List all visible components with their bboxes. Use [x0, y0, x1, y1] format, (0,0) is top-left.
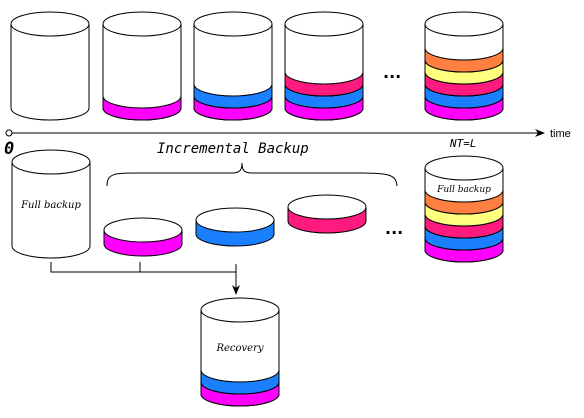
top-cylinder-1 [10, 11, 90, 121]
backup-row-ellipsis: ... [385, 219, 403, 238]
timeline-end-label: NT=L [449, 137, 477, 150]
cylinder-top [284, 11, 364, 37]
cylinder-top [424, 11, 504, 37]
cylinder-top [200, 297, 280, 323]
top-cylinder-4 [284, 11, 364, 121]
cylinder-top [424, 155, 504, 181]
cylinder-top [11, 149, 91, 175]
top-cylinder-2 [102, 11, 182, 121]
recovery-connectors [50, 262, 240, 295]
incremental-backup-brace [106, 162, 398, 187]
cylinder-label: Full backup [436, 185, 491, 195]
incremental-disc-3 [287, 194, 367, 234]
full-backup-cylinder: Full backup [11, 149, 91, 259]
cylinder-band-orange [424, 189, 504, 215]
disc-top [195, 207, 275, 233]
recovery-cylinder-shape: Recovery [200, 297, 280, 407]
top-cylinder-3 [193, 11, 273, 121]
cylinder-label: Recovery [215, 343, 263, 354]
incremental-disc-2 [195, 207, 275, 247]
cylinder-band-crimson [284, 71, 364, 97]
final-full-backup-cylinder: Full backup [424, 155, 504, 263]
cylinder-body [11, 162, 91, 259]
cylinder-band-blue [200, 369, 280, 395]
top-row-ellipsis: ... [383, 63, 401, 82]
incremental-backup-label: Incremental Backup [157, 141, 309, 157]
cylinder-label: Full backup [20, 200, 81, 211]
cylinder-top [10, 11, 90, 37]
cylinder-top [193, 11, 273, 37]
incremental-disc-1 [103, 217, 183, 257]
disc-top [103, 217, 183, 243]
cylinder-band-magenta [102, 95, 182, 121]
cylinder-top [102, 11, 182, 37]
cylinder-body [10, 24, 90, 121]
disc-top [287, 194, 367, 220]
timeline-origin-marker [5, 129, 13, 137]
cylinder-band-blue [193, 83, 273, 109]
top-row-cylinders [10, 11, 504, 121]
recovery-cylinder: Recovery [200, 297, 280, 407]
timeline-origin-label: 0 [4, 139, 14, 159]
timeline: 0 time NT=L [4, 128, 571, 159]
top-cylinder-5 [424, 11, 504, 121]
timeline-axis-label: time [550, 128, 571, 140]
cylinder-band-orange [424, 47, 504, 73]
